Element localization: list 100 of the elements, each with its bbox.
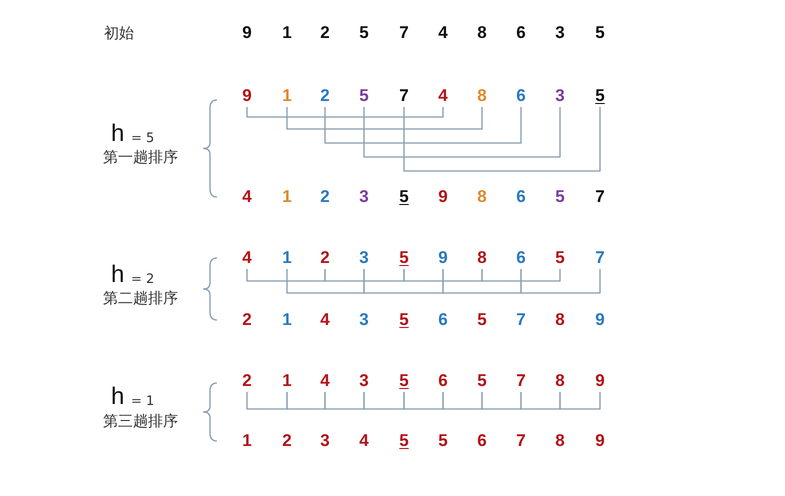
number: 3 [550,85,570,107]
number: 1 [237,430,257,452]
number: 1 [277,370,297,392]
group-bracket-line [363,392,405,410]
number: 5 [550,247,570,269]
number: 4 [433,22,453,44]
number: 8 [550,430,570,452]
number: 5 [394,247,414,269]
number: 9 [433,186,453,208]
number: 3 [550,22,570,44]
group-bracket-line [246,392,288,410]
number: 5 [590,85,610,107]
number: 9 [237,22,257,44]
number: 5 [590,22,610,44]
group-bracket-line [481,269,561,282]
number: 9 [237,85,257,107]
number: 6 [511,22,531,44]
group-bracket-line [403,107,601,172]
number: 6 [511,247,531,269]
number: 7 [590,247,610,269]
number: 2 [237,309,257,331]
number: 5 [354,22,374,44]
group-bracket-line [520,269,601,294]
group-bracket-line [246,107,444,118]
number: 2 [277,430,297,452]
number: 8 [472,186,492,208]
number: 6 [511,186,531,208]
group-bracket-line [363,269,444,294]
number: 1 [277,186,297,208]
number: 7 [511,430,531,452]
pass-label: 第三趟排序 [103,412,178,431]
number: 4 [315,309,335,331]
group-bracket-line [286,269,365,294]
group-bracket-line [286,107,483,130]
number: 4 [237,186,257,208]
number: 7 [394,85,414,107]
group-bracket-line [559,392,601,410]
number: 8 [550,370,570,392]
number: 1 [277,247,297,269]
number: 3 [315,430,335,452]
number: 6 [433,309,453,331]
number: 2 [315,247,335,269]
group-bracket-line [520,392,561,410]
number: 1 [277,22,297,44]
gap-value: = 5 [131,131,154,146]
number: 1 [277,309,297,331]
number: 5 [394,186,414,208]
gap-symbol: h [111,122,124,146]
number: 8 [472,22,492,44]
group-bracket-line [363,107,561,158]
gap-symbol: h [111,263,124,287]
group-bracket-line [324,269,405,282]
number: 8 [472,85,492,107]
number: 7 [511,370,531,392]
group-bracket-line [442,269,522,294]
number: 5 [394,370,414,392]
number: 5 [472,370,492,392]
gap-value: = 2 [131,272,154,287]
number: 7 [590,186,610,208]
number: 8 [550,309,570,331]
number: 8 [472,247,492,269]
number: 5 [394,309,414,331]
number: 5 [550,186,570,208]
group-bracket-line [442,392,483,410]
number: 2 [315,85,335,107]
number: 3 [354,370,374,392]
number: 5 [433,430,453,452]
number: 7 [394,22,414,44]
number: 5 [472,309,492,331]
number: 2 [315,186,335,208]
group-bracket-line [324,392,365,410]
group-bracket-line [246,269,326,282]
number: 4 [237,247,257,269]
number: 4 [433,85,453,107]
number: 5 [354,85,374,107]
number: 4 [315,370,335,392]
number: 6 [433,370,453,392]
gap-value: = 1 [131,394,154,409]
number: 9 [433,247,453,269]
number: 3 [354,247,374,269]
number: 6 [472,430,492,452]
number: 1 [277,85,297,107]
number: 9 [590,370,610,392]
number: 6 [511,85,531,107]
pass-label: 第一趟排序 [103,148,178,167]
number: 4 [354,430,374,452]
number: 3 [354,186,374,208]
row-label: 初始 [104,24,134,43]
group-bracket-line [324,107,522,144]
number: 7 [511,309,531,331]
group-bracket-line [286,392,326,410]
number: 2 [315,22,335,44]
gap-symbol: h [111,385,124,409]
number: 5 [394,430,414,452]
pass-label: 第二趟排序 [103,289,178,308]
group-bracket-line [403,269,483,282]
number: 9 [590,430,610,452]
number: 2 [237,370,257,392]
number: 3 [354,309,374,331]
group-bracket-line [481,392,522,410]
